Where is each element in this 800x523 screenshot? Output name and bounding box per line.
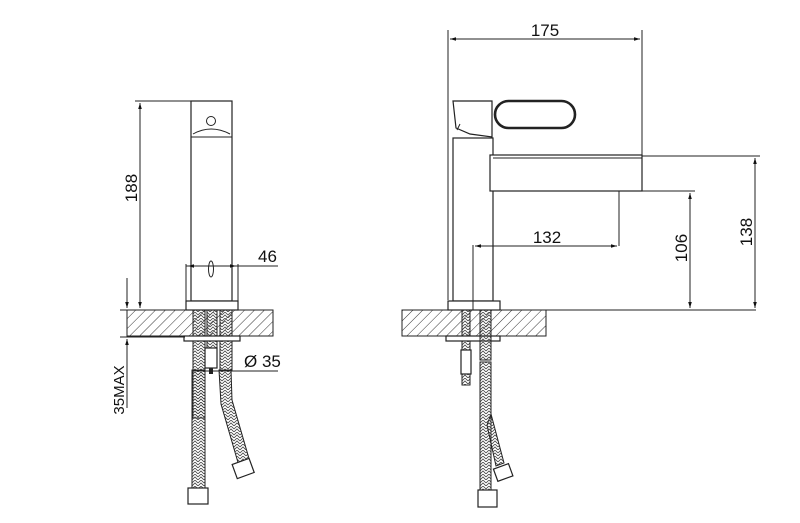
handle-loop <box>493 99 577 130</box>
dim-length-175: 175 <box>531 21 559 40</box>
dim-diameter-35: Ø 35 <box>244 352 281 371</box>
spout <box>489 154 643 192</box>
dim-width-46: 46 <box>258 247 277 266</box>
hose-nut <box>187 487 209 505</box>
dim-reach-132: 132 <box>533 228 561 247</box>
side-view: 175 132 106 138 <box>401 21 760 508</box>
lever-pivot-icon <box>206 116 216 126</box>
dim-height-188: 188 <box>122 174 141 202</box>
dim-top-138: 138 <box>737 218 756 246</box>
dim-outlet-106: 106 <box>672 234 691 262</box>
hose-nut <box>477 489 498 508</box>
front-view: 188 46 Ø 35 35MAX <box>111 100 281 505</box>
countertop-section <box>401 309 547 337</box>
hose-nut <box>231 457 255 480</box>
dim-max-35: 35MAX <box>111 365 128 414</box>
hose-nut <box>492 462 514 483</box>
tap-body <box>190 100 233 302</box>
